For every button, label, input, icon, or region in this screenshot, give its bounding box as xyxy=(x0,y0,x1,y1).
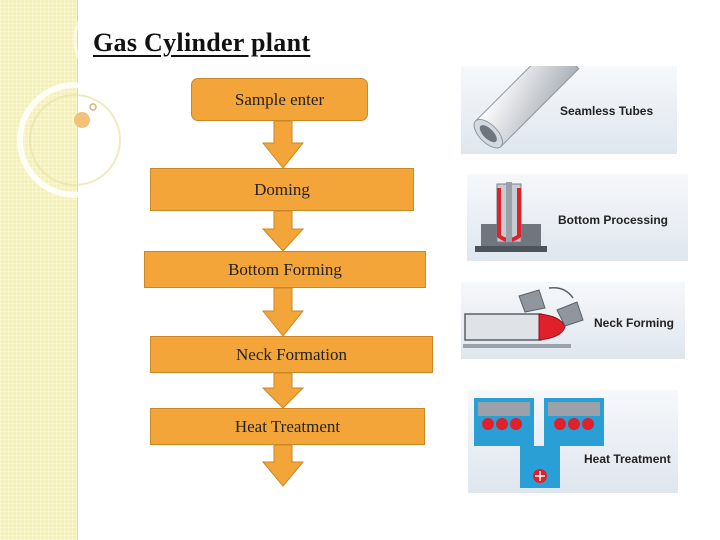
seamless-tube-illustration xyxy=(473,66,580,149)
panel-heat-treatment: Heat Treatment xyxy=(468,390,678,493)
flow-step-label: Sample enter xyxy=(234,89,325,109)
panel-label: Neck Forming xyxy=(594,316,675,330)
decorative-side-band xyxy=(0,0,78,540)
flow-step-bottom-forming: Bottom Forming xyxy=(144,251,426,288)
panel-label: Seamless Tubes xyxy=(560,104,654,118)
flow-step-heat-treatment: Heat Treatment xyxy=(150,408,425,445)
panel-label: Heat Treatment xyxy=(584,452,671,466)
panel-bottom-processing: Bottom Processing xyxy=(467,174,688,261)
panel-label: Bottom Processing xyxy=(558,213,669,227)
flow-step-label: Doming xyxy=(254,179,310,199)
neck-forming-illustration xyxy=(463,286,584,348)
flow-step-label: Bottom Forming xyxy=(228,259,342,279)
flow-step-label: Neck Formation xyxy=(236,344,347,364)
flow-step-sample-enter: Sample enter xyxy=(191,78,368,121)
heat-treatment-illustration xyxy=(474,398,604,488)
page-title: Gas Cylinder plant xyxy=(93,28,311,57)
flow-step-neck-formation: Neck Formation xyxy=(150,336,433,373)
flow-arrow xyxy=(261,444,305,487)
panel-seamless-tubes: Seamless Tubes xyxy=(461,66,677,154)
flow-step-label: Heat Treatment xyxy=(234,416,341,436)
flow-step-doming: Doming xyxy=(150,168,414,211)
flow-arrow xyxy=(261,210,305,252)
flow-arrow xyxy=(261,287,305,337)
flow-arrow xyxy=(261,372,305,409)
flow-arrow xyxy=(261,120,305,169)
bottom-processing-illustration xyxy=(475,182,547,252)
panel-neck-forming: Neck Forming xyxy=(461,282,685,359)
decorative-circles xyxy=(17,0,167,198)
